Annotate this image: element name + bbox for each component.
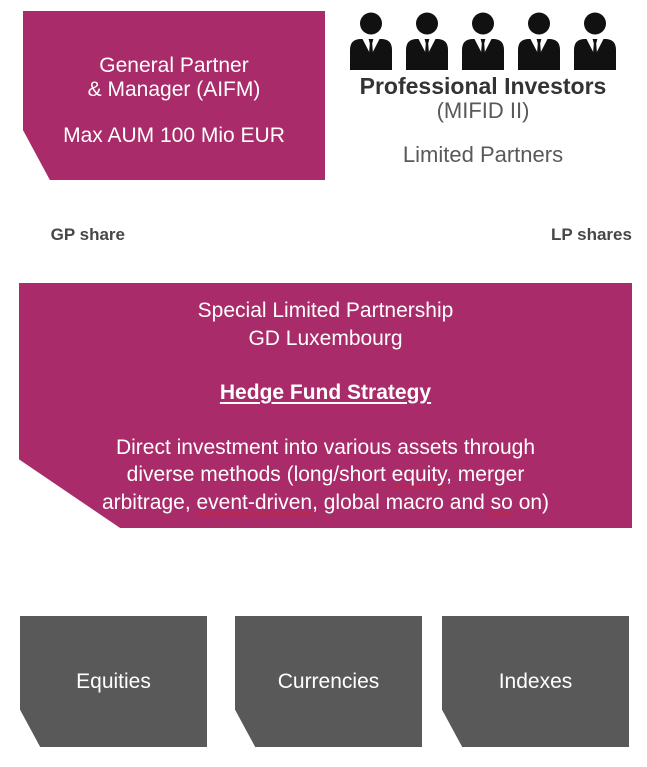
slp-line1: Special Limited Partnership bbox=[197, 299, 454, 322]
asset-label: Indexes bbox=[498, 669, 573, 693]
down-arrow-indexes-icon bbox=[506, 538, 568, 610]
investors-subtitle: (MIFID II) bbox=[436, 98, 530, 123]
gp-box-aum: Max AUM 100 Mio EUR bbox=[63, 123, 285, 147]
gp-share-label: GP share bbox=[50, 225, 125, 244]
slp-description-line: Direct investment into various assets th… bbox=[115, 435, 535, 459]
businessperson-icon bbox=[406, 12, 448, 70]
general-partner-box: General Partner & Manager (AIFM) Max AUM… bbox=[23, 11, 325, 180]
asset-box-equities: Equities bbox=[20, 616, 207, 747]
slp-description-line: arbitrage, event-driven, global macro an… bbox=[101, 490, 550, 514]
special-limited-partnership-box: Special Limited Partnership GD Luxembour… bbox=[19, 283, 632, 528]
lp-shares-label: LP shares bbox=[551, 225, 632, 244]
businessperson-icon bbox=[574, 12, 616, 70]
slp-description: Direct investment into various assets th… bbox=[102, 434, 549, 517]
slp-line2: GD Luxembourg bbox=[248, 326, 403, 350]
gp-share-arrow-icon bbox=[131, 202, 193, 272]
down-arrow-equities-icon bbox=[86, 538, 148, 610]
limited-partners-label: Limited Partners bbox=[402, 142, 564, 167]
asset-label: Currencies bbox=[277, 669, 380, 693]
asset-box-currencies: Currencies bbox=[235, 616, 422, 747]
asset-box-indexes: Indexes bbox=[442, 616, 629, 747]
lp-shares-arrow-icon bbox=[459, 200, 521, 270]
asset-label: Equities bbox=[76, 669, 151, 693]
down-arrow-currencies-icon bbox=[299, 538, 361, 610]
businessperson-icon bbox=[518, 12, 560, 70]
slp-description-line: diverse methods (long/short equity, merg… bbox=[126, 463, 525, 486]
investor-icons-row bbox=[333, 12, 633, 70]
gp-box-line1: General Partner bbox=[99, 53, 249, 77]
investors-title: Professional Investors bbox=[359, 73, 607, 99]
professional-investors-block: Professional Investors (MIFID II) Limite… bbox=[333, 12, 633, 168]
businessperson-icon bbox=[462, 12, 504, 70]
gp-box-line2: & Manager (AIFM) bbox=[87, 77, 261, 101]
hedge-fund-strategy-title: Hedge Fund Strategy bbox=[219, 381, 432, 404]
businessperson-icon bbox=[350, 12, 392, 70]
